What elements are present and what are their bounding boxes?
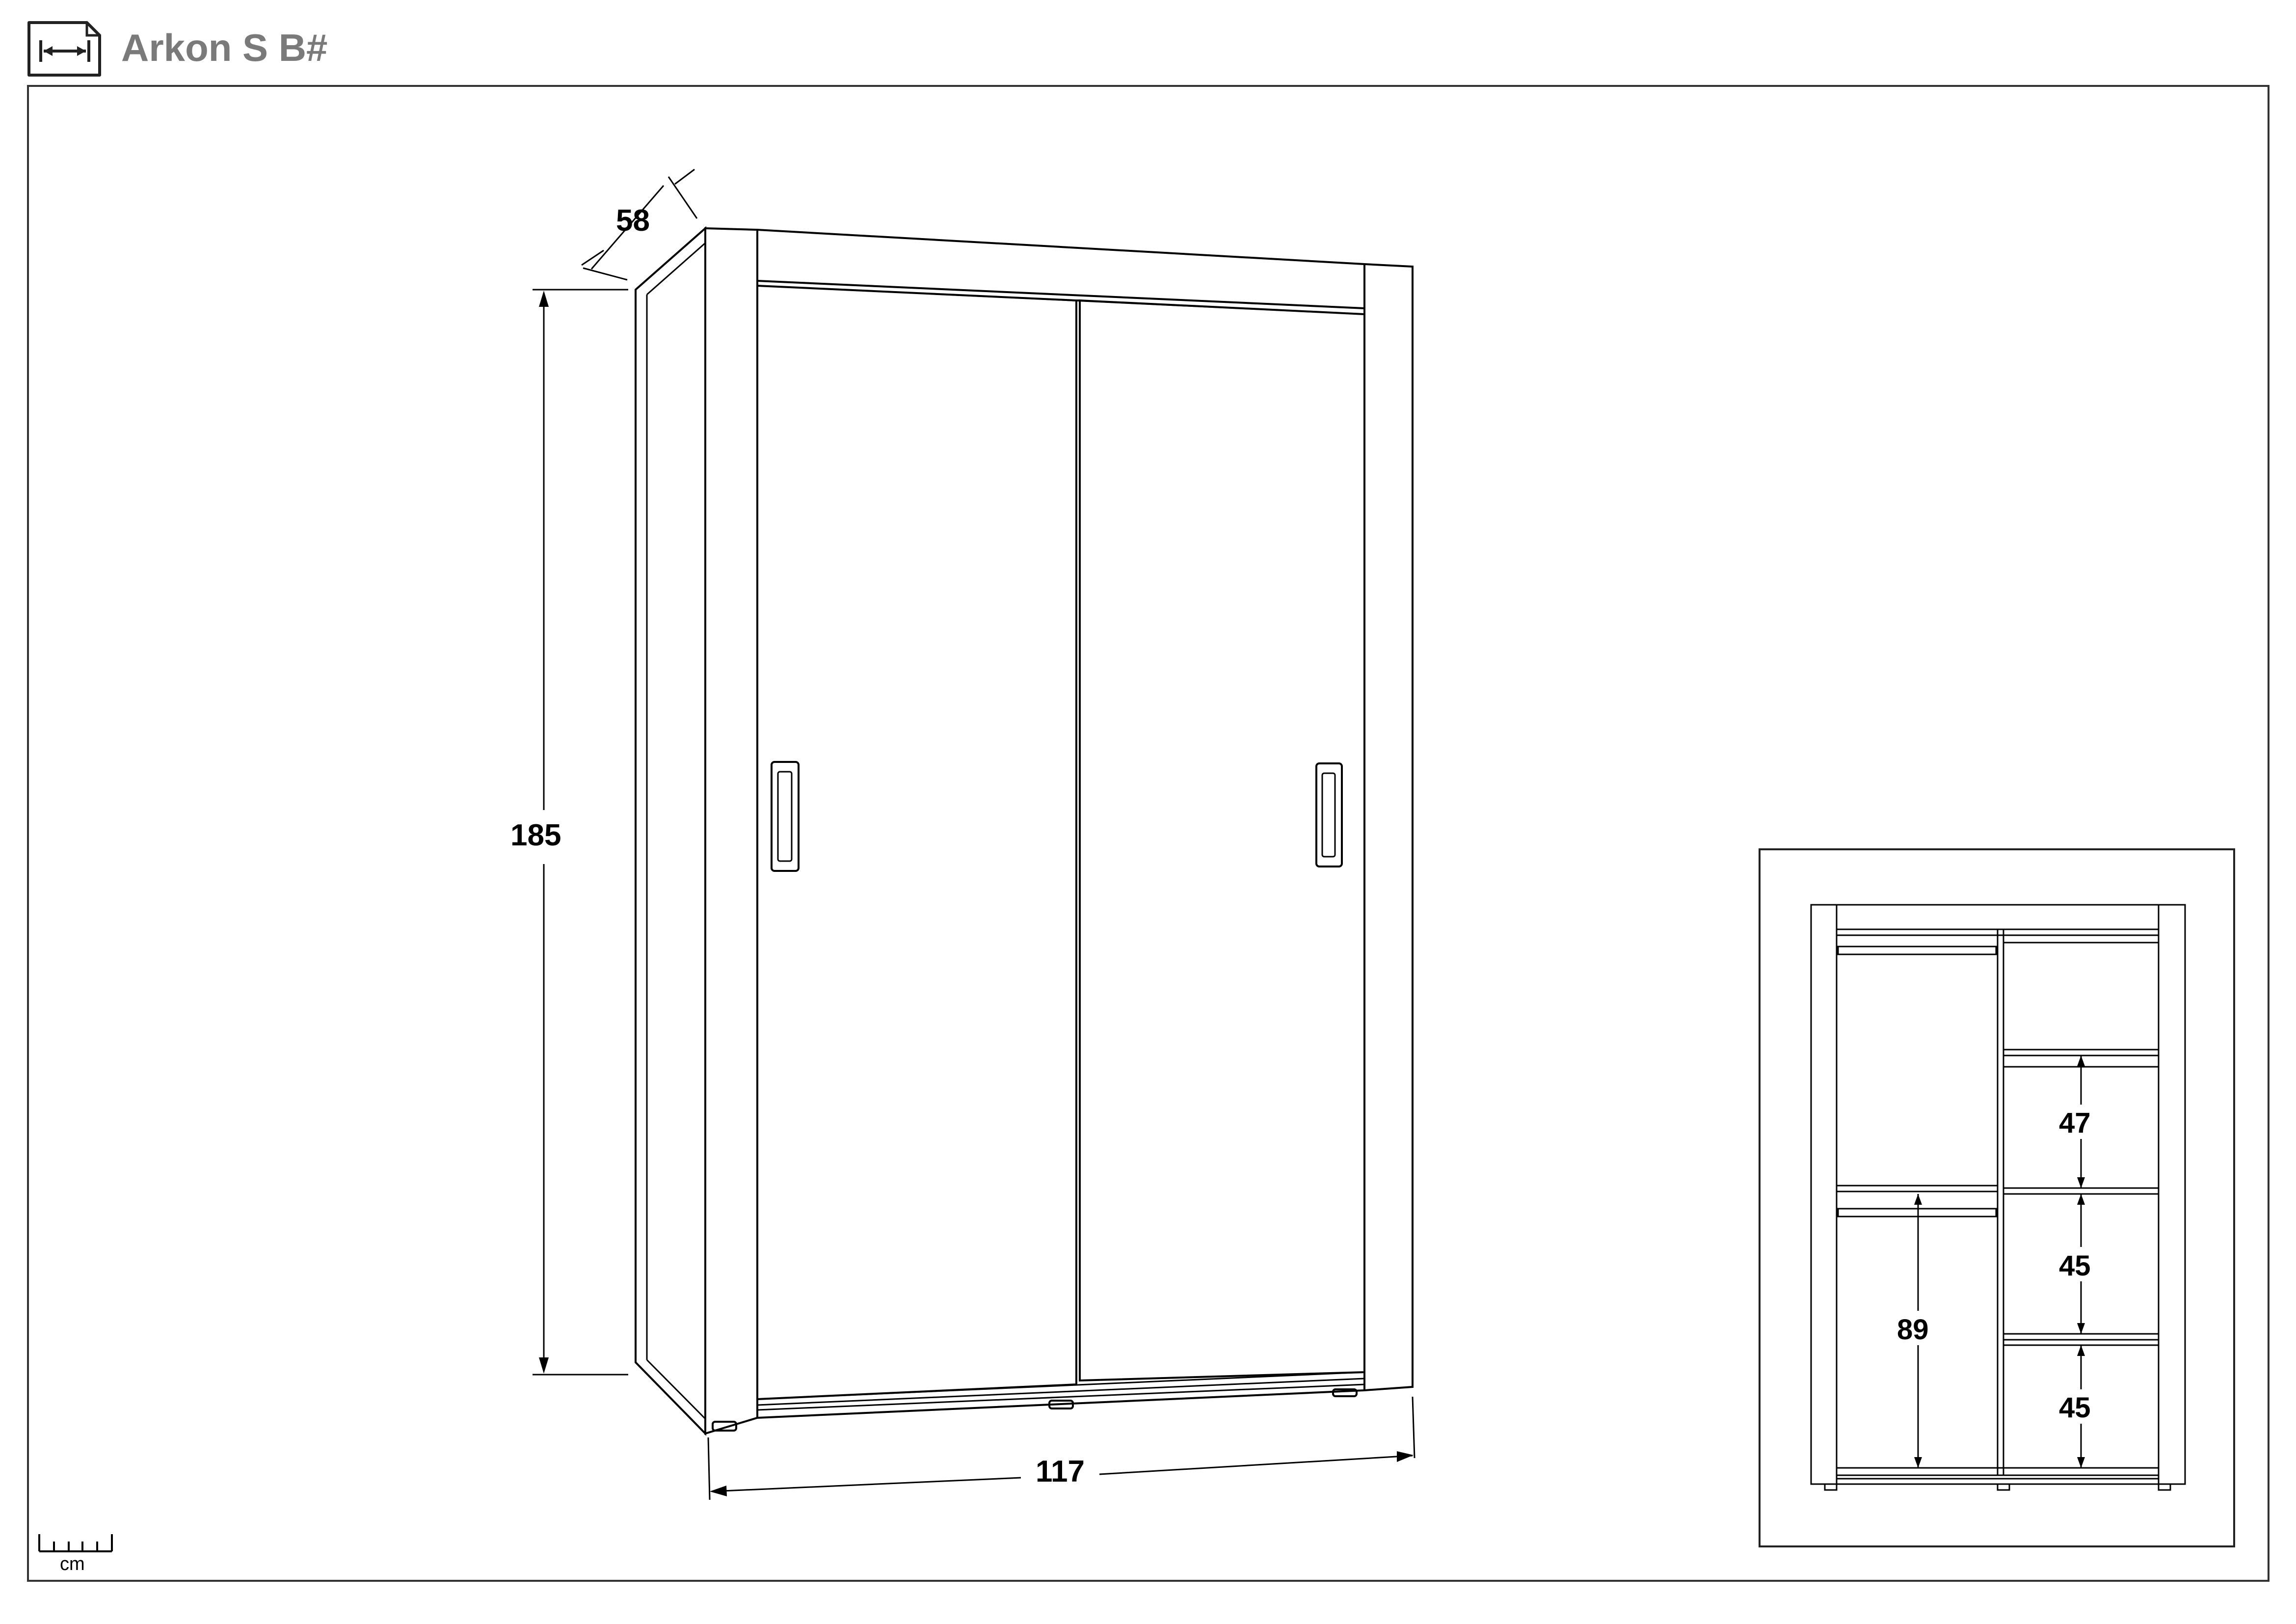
- hanging-height-label: 89: [1897, 1314, 1929, 1346]
- shelf-height-label: 45: [2059, 1392, 2091, 1424]
- scale-unit: cm: [60, 1554, 85, 1574]
- depth-label: 58: [616, 204, 650, 238]
- height-label: 185: [510, 818, 561, 852]
- right-door-handle: [1315, 762, 1343, 867]
- height-dimension: [533, 289, 628, 1376]
- drawing-frame: [27, 85, 2269, 1582]
- width-dimension: [707, 1396, 1415, 1500]
- hanging-rail: [1837, 946, 1997, 955]
- shelf-height-label: 47: [2059, 1107, 2091, 1139]
- hanging-rail: [1837, 1208, 1997, 1218]
- wardrobe-foot: [1332, 1388, 1358, 1397]
- depth-dimension: [581, 168, 698, 281]
- wardrobe-side-panel: [635, 226, 706, 1436]
- left-door-handle: [771, 761, 800, 872]
- ruler-icon: [38, 1534, 113, 1552]
- interior-inset-frame: [1759, 848, 2235, 1547]
- wardrobe-front-frame: [704, 227, 1414, 1435]
- wardrobe-foot: [712, 1421, 737, 1432]
- shelf-height-label: 45: [2059, 1250, 2091, 1282]
- page-title: Arkon S B#: [121, 26, 328, 69]
- dimensions-icon: [27, 21, 101, 77]
- wardrobe-interior-view: [1810, 904, 2186, 1491]
- wardrobe-left-door: [756, 284, 1077, 1401]
- shelf-dimension-arrows: [1914, 1056, 2085, 1468]
- wardrobe-3d-view: [635, 226, 1414, 1436]
- width-label: 117: [1036, 1455, 1085, 1489]
- wardrobe-foot: [1048, 1400, 1074, 1409]
